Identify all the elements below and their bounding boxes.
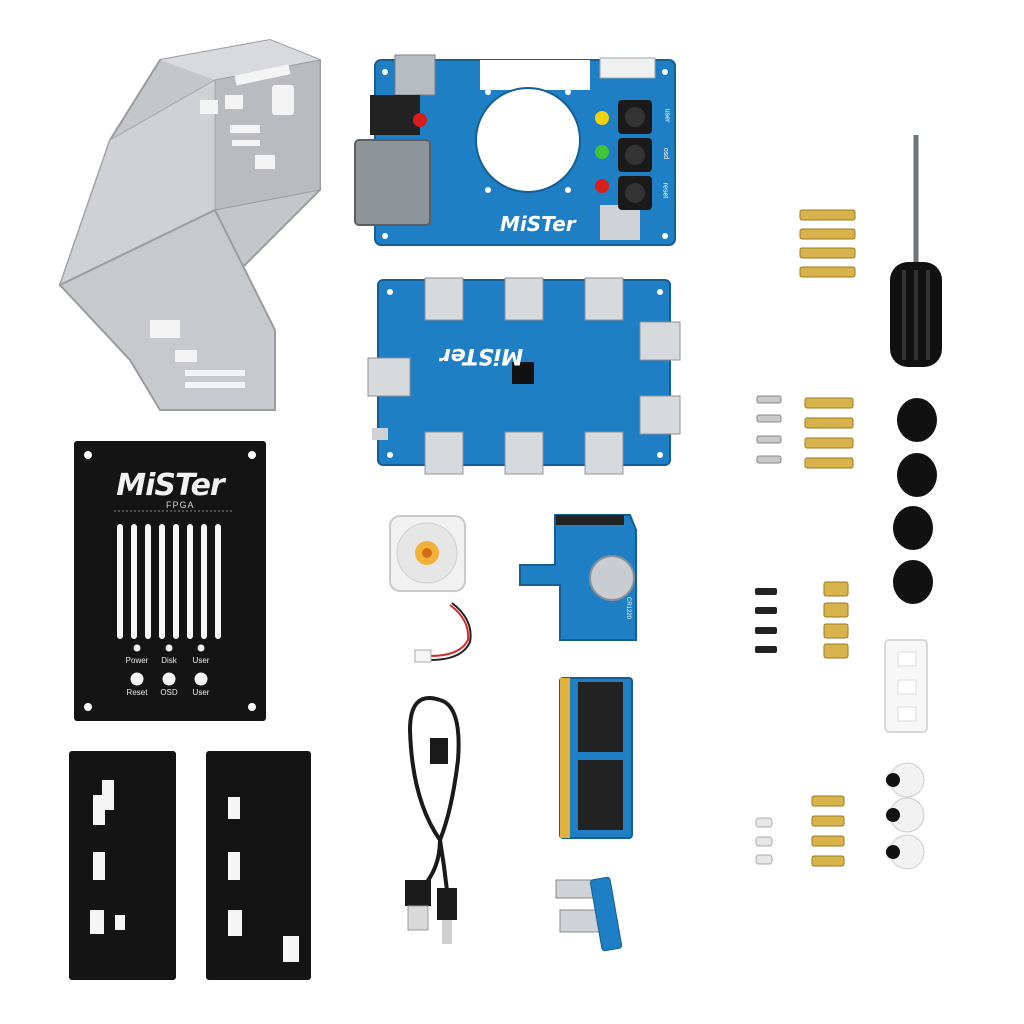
usb-plug — [405, 880, 431, 906]
button-label-reset: Reset — [126, 688, 148, 697]
io-button-label-reset: reset — [661, 182, 669, 199]
usb-plug-metal — [407, 905, 429, 931]
metal-bracket — [58, 38, 321, 411]
light-pipe — [884, 639, 928, 733]
front-panel-brand-sub: FPGA — [166, 500, 195, 510]
io-board — [354, 54, 676, 246]
led-label-power: Power — [125, 656, 149, 665]
side-panels — [69, 751, 311, 980]
brass-spacers — [823, 581, 849, 659]
front-panel-brand: MiSTer — [116, 468, 224, 503]
io-button-label-user: user — [663, 108, 671, 123]
rtc-battery-label: CR1220 — [625, 596, 632, 620]
screws-silver — [756, 395, 782, 464]
dc-plug-tip — [442, 920, 452, 944]
dc-plug — [437, 888, 457, 920]
screws-black — [755, 588, 777, 653]
usb-cable — [407, 696, 461, 901]
standoffs-mid — [804, 397, 854, 469]
button-label-user: User — [192, 688, 210, 697]
sdram-board — [559, 677, 633, 839]
standoffs-top — [799, 209, 856, 278]
button-label-osd: OSD — [160, 688, 178, 697]
screwdriver — [890, 135, 942, 367]
led-label-disk: Disk — [161, 656, 177, 665]
io-board-logo: MiSTer — [500, 212, 576, 236]
button-caps — [886, 762, 925, 870]
small-adapter-board — [555, 876, 623, 952]
brass-standoffs-small — [811, 795, 845, 867]
rubber-feet — [893, 398, 937, 604]
front-panel — [74, 441, 266, 721]
usb-hub-board — [367, 277, 681, 475]
usb-hub-board-logo: MiSTer — [440, 343, 524, 368]
small-spacers — [755, 817, 773, 865]
cooling-fan — [389, 515, 472, 663]
rtc-board — [519, 514, 637, 641]
io-button-label-osd: osd — [662, 147, 670, 160]
led-label-user: User — [192, 656, 210, 665]
